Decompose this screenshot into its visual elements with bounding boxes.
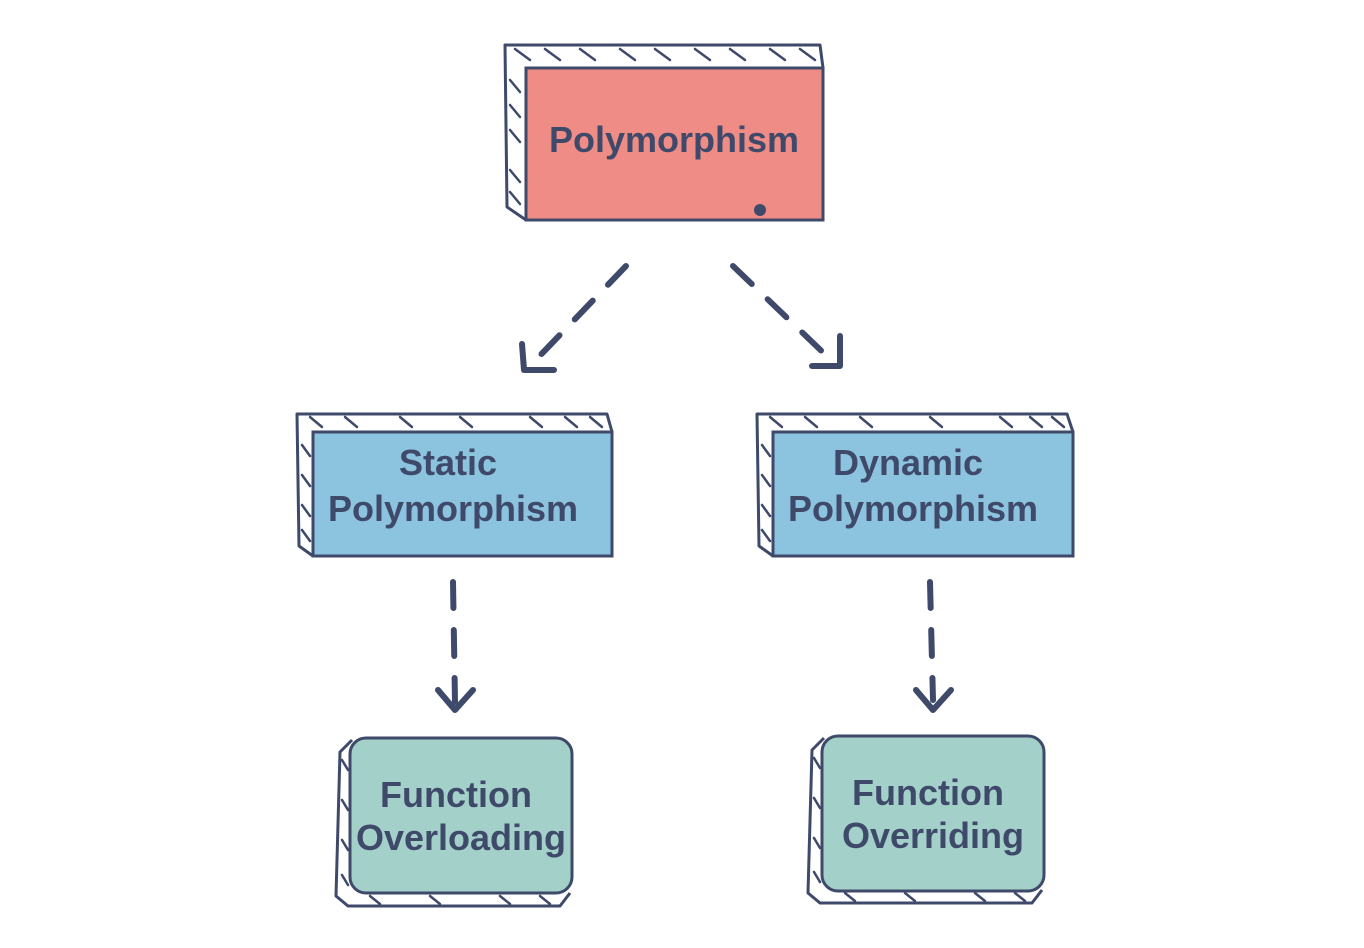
hatch-pattern — [300, 415, 604, 543]
ink-dot — [754, 204, 766, 216]
node-overloading-line1: Function — [380, 774, 532, 815]
node-static-polymorphism[interactable]: Static Polymorphism — [295, 412, 614, 558]
node-function-overriding-label: Function Overriding — [842, 772, 1024, 856]
hatch-pattern — [340, 758, 552, 906]
hatch-pattern — [812, 756, 1027, 903]
node-dynamic-polymorphism-label: Dynamic Polymorphism — [788, 442, 1038, 529]
hatch-pattern — [760, 415, 1066, 543]
node-dynamic-polymorphism[interactable]: Dynamic Polymorphism — [755, 412, 1075, 558]
node-static-line2: Polymorphism — [328, 488, 578, 529]
node-overriding-line1: Function — [852, 772, 1004, 813]
node-function-overloading-label: Function Overloading — [356, 774, 566, 858]
node-overloading-line2: Overloading — [356, 817, 566, 858]
arrow-dynamic-to-overriding — [913, 579, 954, 713]
node-polymorphism[interactable]: Polymorphism — [503, 43, 825, 222]
node-polymorphism-label: Polymorphism — [549, 119, 799, 160]
node-dynamic-polymorphism-face — [771, 430, 1075, 558]
arrow-root-to-dynamic — [730, 263, 843, 369]
node-static-polymorphism-label: Static Polymorphism — [328, 442, 578, 529]
arrow-root-to-static — [519, 263, 629, 373]
hatch-pattern — [508, 47, 817, 206]
arrow-static-to-overloading — [435, 579, 476, 713]
node-polymorphism-face — [524, 66, 825, 222]
node-function-overriding[interactable]: Function Overriding — [806, 734, 1046, 905]
node-dynamic-line2: Polymorphism — [788, 488, 1038, 529]
node-dynamic-line1: Dynamic — [833, 442, 983, 483]
node-function-overloading[interactable]: Function Overloading — [334, 736, 574, 908]
node-function-overloading-face — [348, 736, 574, 895]
node-overriding-line2: Overriding — [842, 815, 1024, 856]
node-function-overriding-face — [820, 734, 1046, 893]
node-static-polymorphism-face — [311, 430, 614, 558]
node-static-line1: Static — [399, 442, 497, 483]
